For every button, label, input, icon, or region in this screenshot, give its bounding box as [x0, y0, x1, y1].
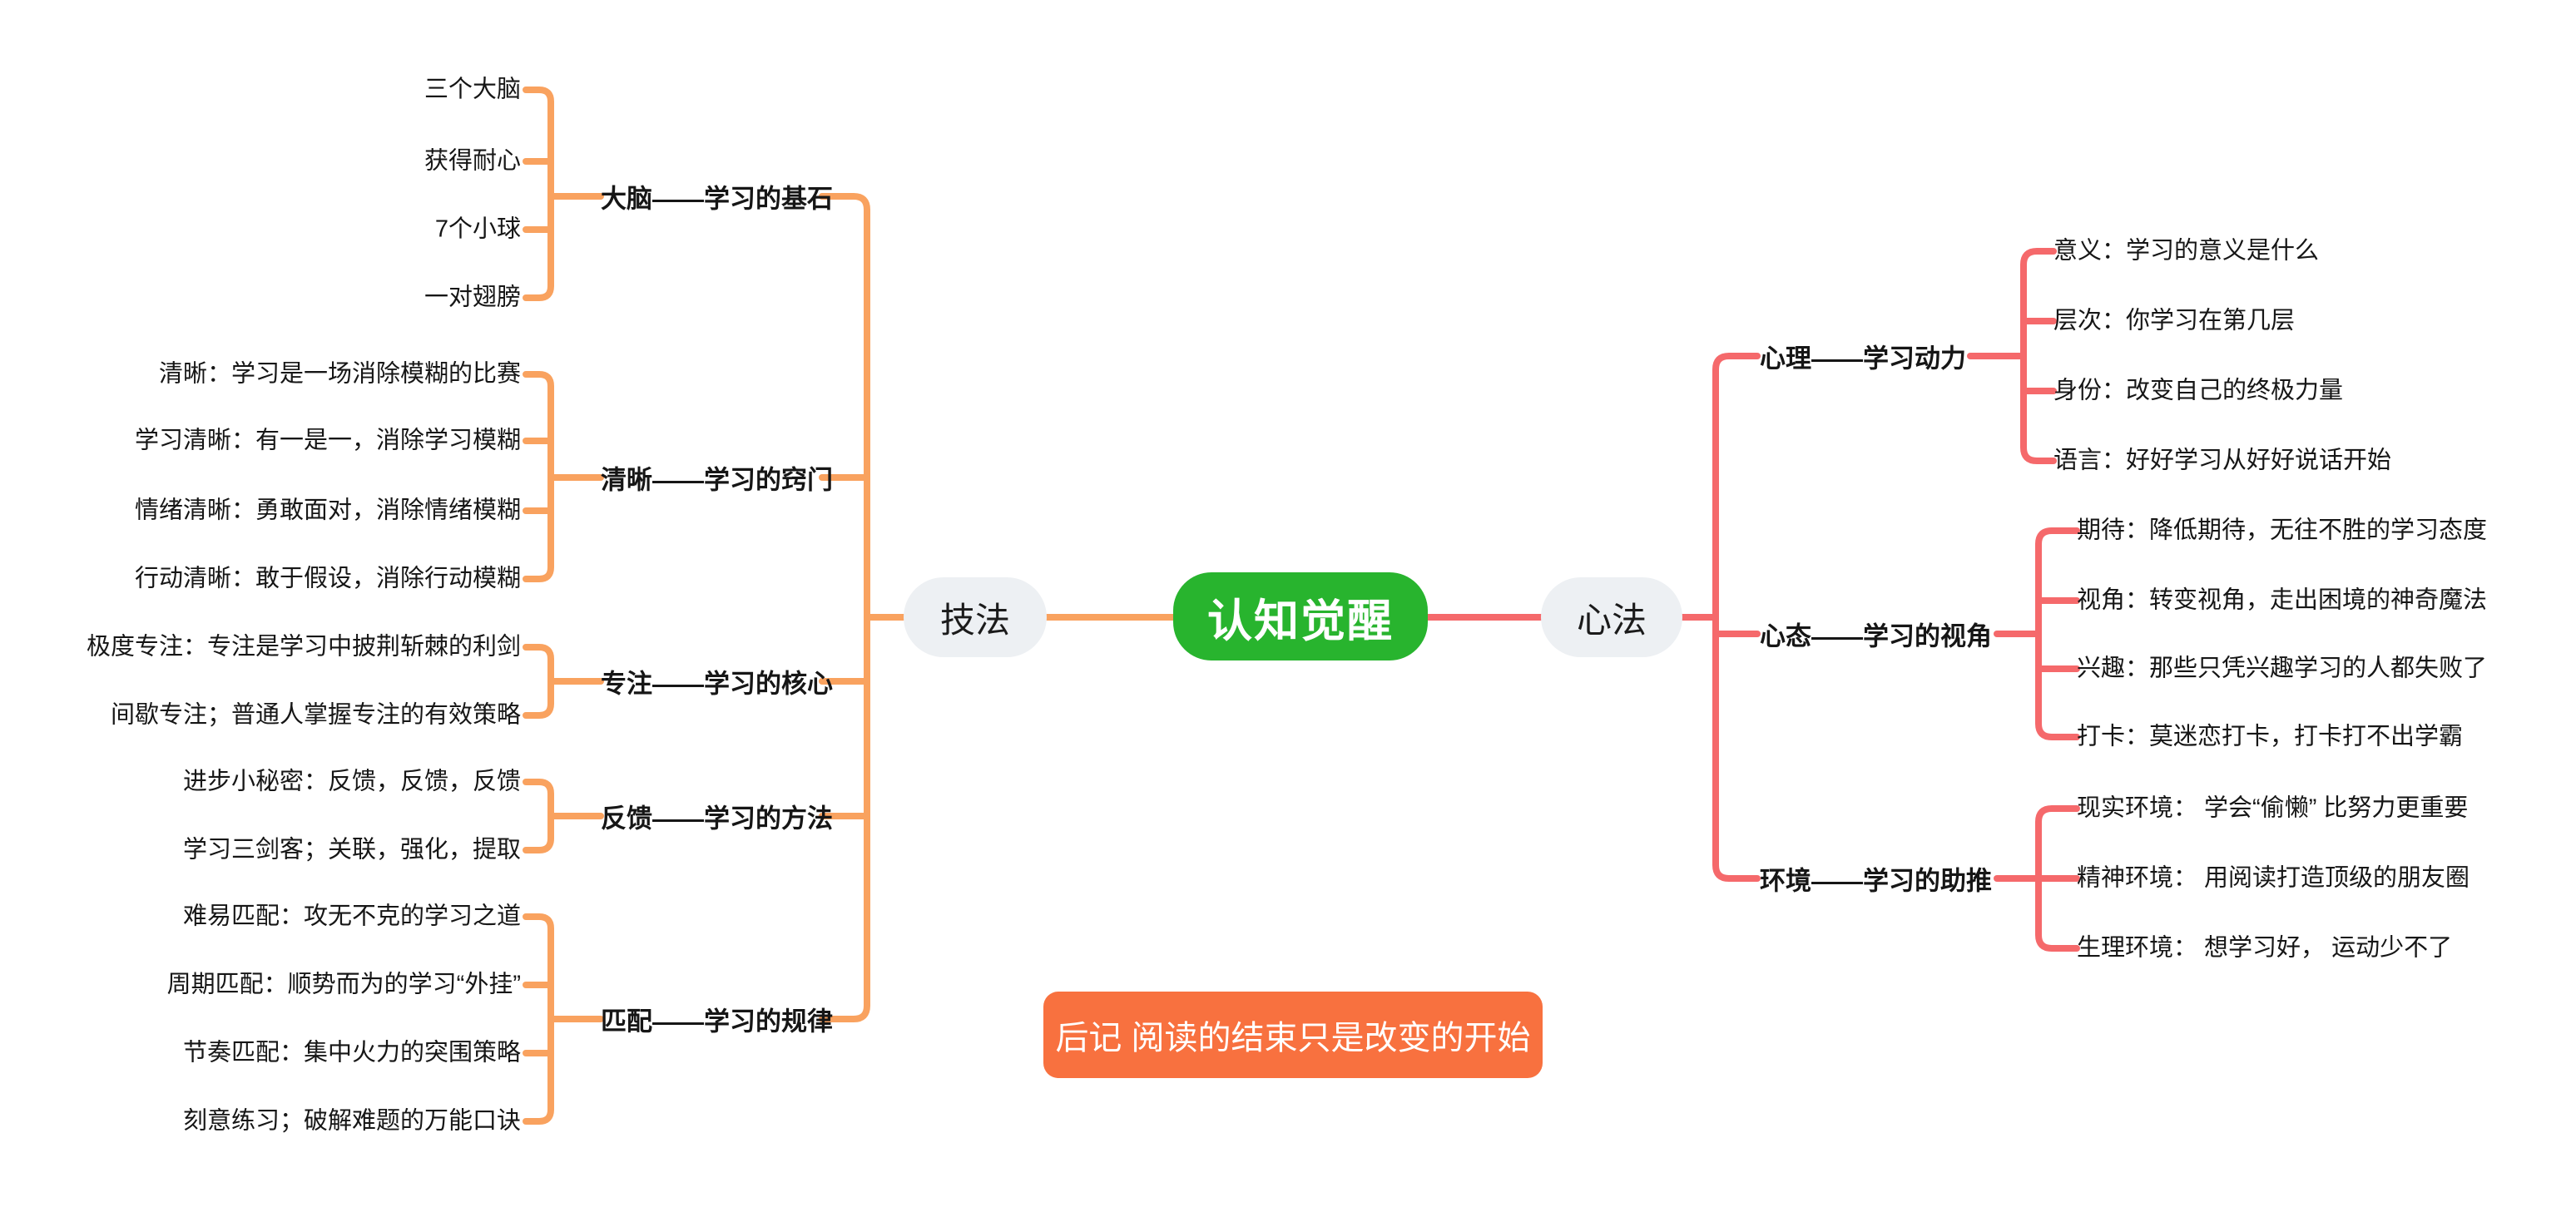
- child-node[interactable]: 兴趣：那些只凭兴趣学习的人都失败了: [2077, 655, 2488, 682]
- branch-title-brain[interactable]: 大脑——学习的基石: [601, 184, 833, 214]
- branch-title-mindset[interactable]: 心态——学习的视角: [1760, 621, 1992, 651]
- connector-left-spine: [819, 193, 870, 1022]
- child-node[interactable]: 进步小秘密：反馈，反馈，反馈: [182, 768, 521, 795]
- connector-psych-bracket: [2020, 248, 2057, 464]
- child-node[interactable]: 节奏匹配：集中火力的突围策略: [182, 1039, 521, 1066]
- footer-note[interactable]: 后记 阅读的结束只是改变的开始: [1043, 992, 1543, 1078]
- connector-env-bracket: [2035, 805, 2080, 952]
- branch-title-psych[interactable]: 心理——学习动力: [1760, 344, 1966, 374]
- child-node[interactable]: 身份：改变自己的终极力量: [2053, 377, 2344, 404]
- child-node[interactable]: 现实环境： 学会“偷懒” 比努力更重要: [2077, 794, 2469, 822]
- connector-match-bracket: [523, 913, 554, 1125]
- child-node[interactable]: 层次：你学习在第几层: [2053, 307, 2296, 334]
- left-branch-connectors: [523, 87, 1177, 1125]
- child-node[interactable]: 行动清晰：敢于假设，消除行动模糊: [134, 565, 521, 592]
- connector-clarity-bracket: [523, 371, 554, 582]
- connector-mindset-bracket: [2035, 527, 2080, 740]
- child-node[interactable]: 极度专注：专注是学习中披荆斩棘的利剑: [86, 633, 521, 660]
- connector-feedback-bracket: [523, 779, 554, 853]
- child-node[interactable]: 期待：降低期待，无往不胜的学习态度: [2077, 517, 2488, 544]
- child-node[interactable]: 刻意练习；破解难题的万能口诀: [182, 1107, 521, 1135]
- child-node[interactable]: 清晰：学习是一场消除模糊的比赛: [158, 360, 521, 388]
- right-branch-connectors: [1424, 248, 2080, 952]
- child-node[interactable]: 三个大脑: [424, 76, 521, 103]
- connector-brain-bracket: [523, 87, 554, 301]
- branch-title-clarity[interactable]: 清晰——学习的窍门: [601, 465, 833, 495]
- child-node[interactable]: 意义：学习的意义是什么: [2053, 237, 2320, 265]
- branch-title-match[interactable]: 匹配——学习的规律: [601, 1007, 833, 1036]
- child-node[interactable]: 语言：好好学习从好好说话开始: [2053, 447, 2392, 474]
- branch-title-focus[interactable]: 专注——学习的核心: [601, 669, 833, 699]
- child-node[interactable]: 难易匹配：攻无不克的学习之道: [182, 903, 521, 930]
- child-node[interactable]: 视角：转变视角，走出困境的神奇魔法: [2077, 586, 2488, 614]
- group-node-xinfa[interactable]: 心法: [1541, 577, 1682, 657]
- child-node[interactable]: 打卡：莫迷恋打卡，打卡打不出学霸: [2077, 723, 2464, 750]
- child-node[interactable]: 一对翅膀: [424, 284, 521, 311]
- child-node[interactable]: 生理环境： 想学习好， 运动少不了: [2077, 934, 2453, 962]
- child-node[interactable]: 学习清晰：有一是一，消除学习模糊: [134, 427, 521, 454]
- child-node[interactable]: 间歇专注；普通人掌握专注的有效策略: [110, 701, 521, 729]
- child-node[interactable]: 学习三剑客；关联，强化，提取: [182, 836, 521, 863]
- root-node[interactable]: 认知觉醒: [1173, 572, 1428, 660]
- child-node[interactable]: 精神环境： 用阅读打造顶级的朋友圈: [2077, 864, 2470, 892]
- branch-title-env[interactable]: 环境——学习的助推: [1760, 866, 1992, 896]
- child-node[interactable]: 7个小球: [434, 215, 521, 243]
- connector-right-spine: [1712, 353, 1761, 882]
- child-node[interactable]: 获得耐心: [424, 147, 521, 175]
- group-node-jifa[interactable]: 技法: [904, 577, 1047, 657]
- branch-title-feedback[interactable]: 反馈——学习的方法: [601, 804, 833, 834]
- child-node[interactable]: 周期匹配：顺势而为的学习“外挂”: [166, 971, 521, 998]
- connector-focus-bracket: [523, 644, 554, 719]
- child-node[interactable]: 情绪清晰：勇敢面对，消除情绪模糊: [134, 497, 521, 524]
